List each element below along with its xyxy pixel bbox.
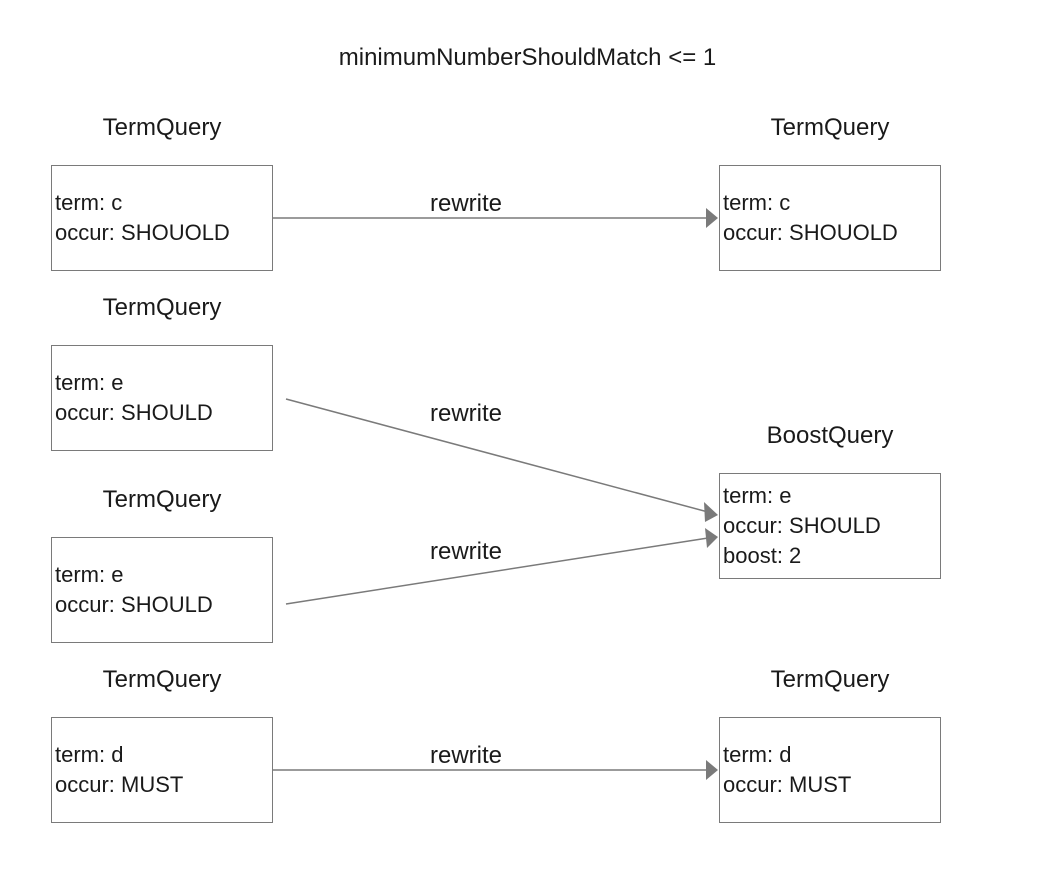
node-line: term: e: [55, 370, 124, 395]
node-line: occur: SHOUOLD: [723, 220, 898, 245]
edge-e1-arrowhead-icon: [704, 502, 718, 522]
edge-e2: [285, 528, 718, 605]
edge-d-arrowhead-icon: [706, 760, 718, 780]
node-line: boost: 2: [723, 543, 802, 568]
edge-c-label: rewrite: [430, 190, 503, 217]
node-line: occur: MUST: [723, 772, 852, 797]
node-line: occur: SHOULD: [723, 513, 881, 538]
edge-c: [273, 208, 718, 228]
node-line: term: c: [55, 190, 123, 215]
node-right-d-type-label: TermQuery: [770, 666, 890, 693]
edge-c-arrowhead-icon: [706, 208, 718, 228]
node-line: occur: MUST: [55, 772, 184, 797]
node-line: term: c: [723, 190, 791, 215]
node-line: occur: SHOULD: [55, 400, 213, 425]
node-left-d: term: d occur: MUST: [51, 717, 273, 823]
node-right-c-type-label: TermQuery: [770, 114, 890, 141]
edge-e2-line: [285, 537, 709, 605]
node-left-e1-type-label: TermQuery: [102, 294, 222, 321]
node-right-c: term: c occur: SHOUOLD: [719, 165, 941, 271]
edge-e1-line: [285, 398, 709, 513]
node-line: occur: SHOUOLD: [55, 220, 230, 245]
node-line: term: d: [723, 742, 792, 767]
node-left-e1: term: e occur: SHOULD: [51, 345, 273, 451]
node-right-e: term: e occur: SHOULD boost: 2: [719, 473, 941, 579]
node-left-c-type-label: TermQuery: [102, 114, 222, 141]
node-line: term: d: [55, 742, 124, 767]
node-left-c: term: c occur: SHOUOLD: [51, 165, 273, 271]
node-line: occur: SHOULD: [55, 592, 213, 617]
edge-e1-label: rewrite: [430, 400, 503, 427]
diagram-title: minimumNumberShouldMatch <= 1: [338, 44, 717, 71]
edge-e2-arrowhead-icon: [705, 528, 718, 548]
node-line: term: e: [723, 483, 792, 508]
edge-d-label: rewrite: [430, 742, 503, 769]
edge-e2-label: rewrite: [430, 538, 503, 565]
node-left-e2: term: e occur: SHOULD: [51, 537, 273, 643]
node-right-e-type-label: BoostQuery: [766, 422, 894, 449]
node-line: term: e: [55, 562, 124, 587]
node-right-d: term: d occur: MUST: [719, 717, 941, 823]
edge-d: [273, 760, 718, 780]
edge-e1: [285, 398, 718, 522]
node-left-e2-type-label: TermQuery: [102, 486, 222, 513]
node-left-d-type-label: TermQuery: [102, 666, 222, 693]
